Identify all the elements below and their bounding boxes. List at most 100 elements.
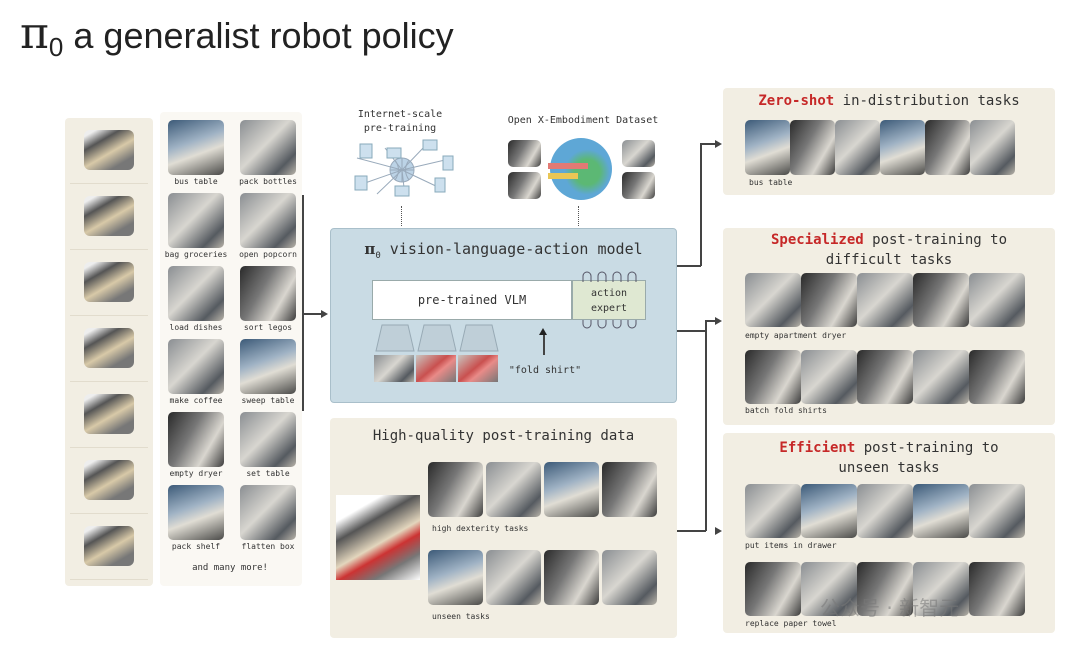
task-label: flatten box (241, 542, 295, 551)
task-frame-image (969, 350, 1025, 404)
task-label: sort legos (243, 323, 293, 332)
task-image (168, 485, 224, 540)
task-frame-image (745, 484, 801, 538)
task-label: sweep table (241, 396, 295, 405)
task-label: empty dryer (169, 469, 223, 478)
task-frame-image (801, 562, 857, 616)
label-line: Internet-scale (357, 109, 443, 120)
task-frame-image (969, 273, 1025, 327)
task-label: bag groceries (164, 250, 228, 259)
pi-subscript: 0 (48, 32, 64, 63)
arrow-head (321, 310, 328, 318)
robot-platform-image (70, 386, 148, 448)
task-frame-image (913, 350, 969, 404)
bracket-line (302, 195, 304, 411)
task-frame-image (913, 484, 969, 538)
task-frame-image (801, 273, 857, 327)
task-image (168, 193, 224, 248)
task-frame-image (544, 550, 599, 605)
post-training-title: High-quality post-training data (372, 428, 635, 444)
pi-symbol: π (364, 240, 376, 258)
task-frame-image (428, 550, 483, 605)
globe-network-icon (354, 139, 454, 197)
row-label: replace paper towel (745, 619, 837, 628)
task-frame-image (602, 462, 657, 517)
title-line2: unseen tasks (838, 460, 940, 476)
task-frame-image (801, 350, 857, 404)
robot-icon (84, 130, 134, 170)
task-frame-image (790, 120, 835, 175)
task-image (168, 339, 224, 394)
oxe-image (622, 140, 655, 167)
robot-icon (84, 196, 134, 236)
arrow-head (715, 317, 722, 325)
internet-pretraining-label: Internet-scale pre-training (340, 108, 460, 136)
task-frame-image (969, 484, 1025, 538)
task-frame-image (970, 120, 1015, 175)
connector-line (705, 320, 716, 322)
task-frame-image (801, 484, 857, 538)
task-frame-image (745, 273, 801, 327)
task-frame-image (486, 462, 541, 517)
title-line2: difficult tasks (825, 252, 953, 268)
title-text: a generalist robot policy (73, 15, 454, 56)
task-frame-image (602, 550, 657, 605)
connector-line (677, 265, 701, 267)
arrow-head (715, 527, 722, 535)
robot-icon (84, 460, 134, 500)
emphasis: Zero-shot (758, 93, 835, 109)
slide-title: π0 a generalist robot policy (20, 8, 454, 63)
row-label: put items in drawer (745, 541, 837, 550)
robot-icon (84, 262, 134, 302)
task-label: load dishes (169, 323, 223, 332)
row-label: batch fold shirts (745, 406, 827, 415)
oxe-image (622, 172, 655, 199)
camera-image (374, 355, 414, 382)
row-label: high dexterity tasks (432, 524, 529, 533)
robot-icon (84, 394, 134, 434)
arrow-head (715, 140, 722, 148)
title-rest: post-training to (872, 232, 1007, 248)
task-frame-image (857, 273, 913, 327)
task-frame-image (745, 350, 801, 404)
connector-line (700, 143, 702, 266)
task-frame-image (969, 562, 1025, 616)
camera-image (458, 355, 498, 382)
connector-line (700, 143, 716, 145)
embodiment-bar (548, 173, 578, 179)
task-frame-image (428, 462, 483, 517)
robot-icon (84, 526, 134, 566)
task-label: make coffee (169, 396, 223, 405)
label-line: action (590, 288, 628, 299)
dotted-arrow (401, 206, 402, 226)
prompt-arrow (543, 333, 545, 355)
oxe-dataset-label: Open X-Embodiment Dataset (507, 115, 659, 126)
task-image (240, 120, 296, 175)
dotted-arrow (578, 206, 579, 226)
task-image (240, 193, 296, 248)
pi-symbol: π (20, 8, 49, 59)
task-frame-image (857, 562, 913, 616)
watermark: 公众号 · 新智元 (820, 596, 960, 620)
oxe-image (508, 140, 541, 167)
image-encoder-icon (375, 324, 499, 352)
task-image (240, 485, 296, 540)
robot-platform-image (70, 320, 148, 382)
task-label: pack shelf (171, 542, 221, 551)
task-label: bus table (174, 177, 218, 186)
task-frame-image (857, 484, 913, 538)
pi-subscript: 0 (375, 251, 381, 261)
model-title-text: vision-language-action model (389, 240, 643, 258)
task-label: open popcorn (239, 250, 297, 259)
row-label: empty apartment dryer (745, 331, 847, 340)
label-line: pre-training (363, 123, 437, 134)
task-image (168, 120, 224, 175)
zero-shot-title: Zero-shot in-distribution tasks (723, 93, 1055, 109)
task-label: set table (246, 469, 290, 478)
title-rest: in-distribution tasks (842, 93, 1020, 109)
task-label: pack bottles (239, 177, 297, 186)
task-frame-image (745, 120, 790, 175)
prompt-text: "fold shirt" (508, 365, 582, 376)
